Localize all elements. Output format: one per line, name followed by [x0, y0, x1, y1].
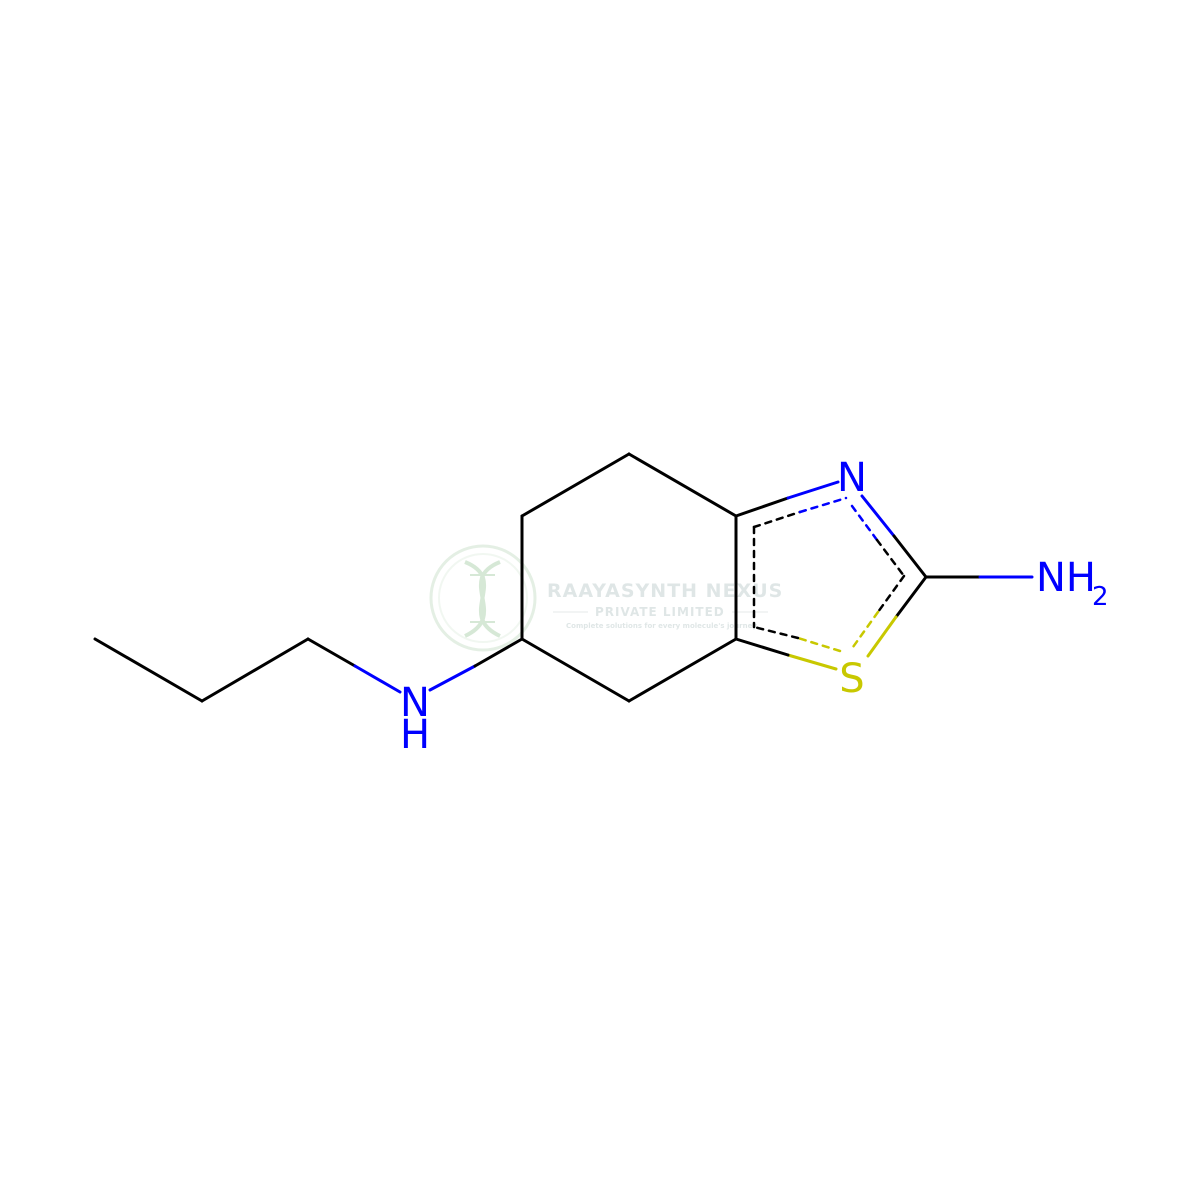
arom-n-c2-n — [850, 504, 879, 542]
arom-s-c7a-s — [796, 636, 842, 653]
atom-ring-nitrogen: N — [837, 455, 867, 501]
bond-c3a-n-n — [786, 480, 840, 500]
arom-n-c2 — [875, 538, 906, 578]
bond-s-c7a — [734, 637, 790, 657]
bond-c3-nh-n — [353, 664, 402, 694]
atom-amino-nh: NH — [1036, 555, 1096, 601]
atom-secondary-amine-n: N — [400, 680, 430, 726]
bonds — [93, 452, 1034, 703]
arom-c3a-n-n — [798, 496, 848, 514]
bond-c2-s — [894, 575, 928, 619]
bond-c4-c3a — [627, 452, 738, 518]
arom-c2-s — [876, 574, 906, 614]
watermark-tagline: Complete solutions for every molecule's … — [566, 622, 757, 630]
dna-helix-icon — [464, 560, 501, 638]
bond-c2-s-s — [866, 615, 898, 658]
watermark-logo-inner-ring — [438, 553, 528, 643]
bond-nh-c6-n — [428, 664, 477, 692]
arom-c3a-n — [752, 510, 802, 529]
bond-c3a-n — [734, 496, 790, 518]
atom-labels: N S NH 2 N H — [400, 455, 1109, 758]
watermark: RAAYASYNTH NEXUS PRIVATE LIMITED Complet… — [429, 544, 783, 652]
atom-amino-subscript: 2 — [1092, 582, 1109, 612]
bond-nh-c6 — [473, 637, 524, 668]
atom-secondary-amine-h: H — [400, 712, 430, 758]
watermark-title: RAAYASYNTH NEXUS — [547, 580, 783, 602]
bond-s-c7a-s — [786, 653, 838, 671]
arom-s-c7a — [752, 625, 800, 640]
bond-n-c2-n — [860, 494, 896, 538]
atom-ring-sulfur: S — [839, 656, 864, 702]
watermark-logo-ring — [429, 544, 537, 652]
arom-c2-s-s — [851, 610, 880, 649]
bond-c5-c4 — [520, 452, 631, 518]
bond-c7a-c7 — [627, 637, 738, 703]
aromatic-dashes — [752, 496, 906, 653]
bond-n-c2 — [892, 534, 928, 579]
bond-c3-nh — [306, 637, 357, 668]
watermark-subtitle: PRIVATE LIMITED — [595, 605, 725, 619]
bond-c2-c3 — [200, 637, 310, 703]
bond-c1-c2 — [93, 637, 204, 703]
bond-c7-c6 — [520, 637, 631, 703]
